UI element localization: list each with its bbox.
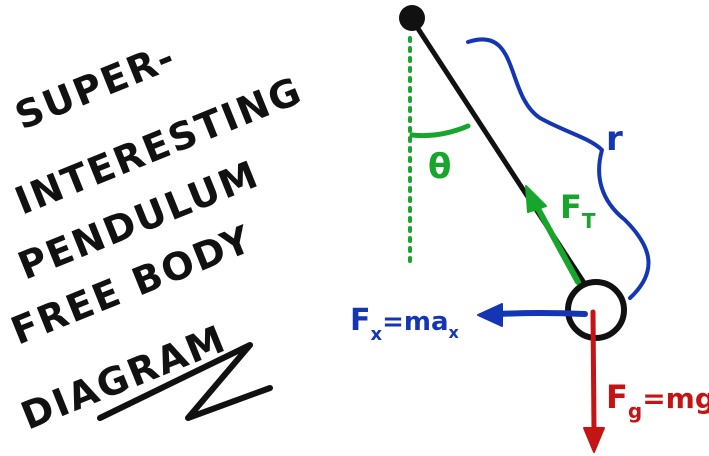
gravity-force-arrow [583,309,605,453]
length-label: r [606,119,623,159]
pivot-point [399,5,425,31]
horizontal-force-label: Fx=max [350,303,460,345]
theta-label: θ [428,147,451,187]
gravity-label: Fg=mg [606,378,709,423]
length-brace [466,37,651,300]
title-block: SUPER- INTERESTING PENDULUM FREE BODY DI… [5,34,309,438]
pendulum-bob [565,279,627,341]
angle-arc [409,123,471,139]
tension-label: FT [560,188,596,233]
tension-force-arrow [525,185,581,285]
horizontal-force-arrow [477,303,588,327]
title-underline-zigzag [97,342,273,421]
